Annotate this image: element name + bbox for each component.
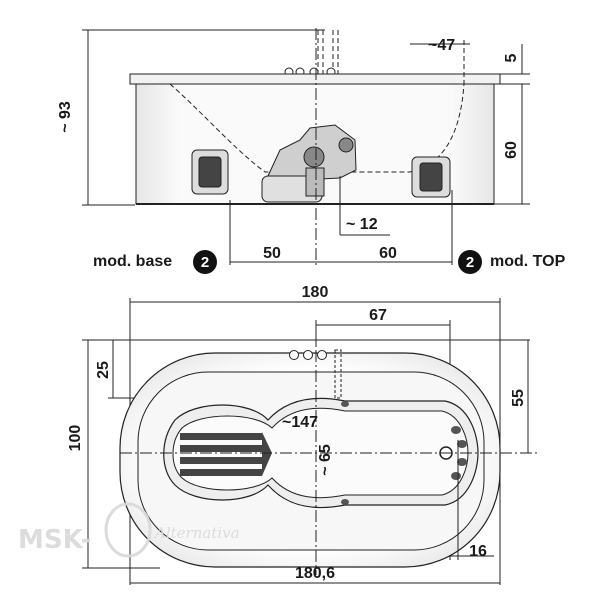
model-labels: mod. base 2 2 mod. TOP	[93, 250, 566, 274]
dim-label-25: 25	[95, 361, 112, 379]
model-top-badge-number: 2	[466, 254, 474, 271]
dim-label-rim: 5	[503, 53, 520, 62]
model-top-label: mod. TOP	[490, 253, 566, 270]
inner-basin-profile	[169, 83, 465, 173]
dim-label-180-6: 180,6	[295, 565, 335, 582]
watermark: MSK- Alternativa	[18, 502, 240, 558]
dim-label-height-total: ~ 93	[57, 101, 74, 133]
watermark-sub: Alternativa	[153, 524, 240, 542]
dim-label-tub-height: 60	[503, 141, 520, 159]
faucet-pipes	[317, 30, 339, 75]
dim-label-wall: ~47	[428, 37, 455, 54]
dim-label-147: ~147	[282, 414, 318, 431]
dim-label-16: 16	[469, 543, 487, 560]
dim-label-67: 67	[369, 307, 387, 324]
model-base-label: mod. base	[93, 253, 172, 270]
top-view: 180 67 25 55 100 ~147 ~ 65 16 180,6	[67, 284, 540, 585]
support-foot-left	[191, 149, 229, 195]
side-view: ~ 93 ~47 5 60 ~ 12 50 60	[57, 28, 530, 268]
support-foot-right	[411, 156, 451, 198]
dim-label-180: 180	[302, 284, 329, 301]
watermark-brand: MSK-	[18, 525, 91, 555]
drain-assembly	[261, 124, 357, 203]
dim-label-65: ~ 65	[317, 444, 334, 476]
model-base-badge	[193, 250, 217, 274]
faucet-knobs-top	[289, 349, 342, 399]
watermark-logo-icon	[104, 502, 152, 558]
dim-label-drain: ~ 12	[346, 216, 378, 233]
model-top-badge	[458, 250, 482, 274]
water-jets	[341, 401, 467, 505]
dim-label-55: 55	[510, 389, 527, 407]
headrest-grill	[180, 432, 272, 476]
tub-rim	[129, 73, 501, 85]
model-base-badge-number: 2	[201, 254, 209, 271]
dim-label-left: 50	[263, 245, 281, 262]
dim-label-right: 60	[379, 245, 397, 262]
dim-label-100: 100	[67, 425, 84, 452]
